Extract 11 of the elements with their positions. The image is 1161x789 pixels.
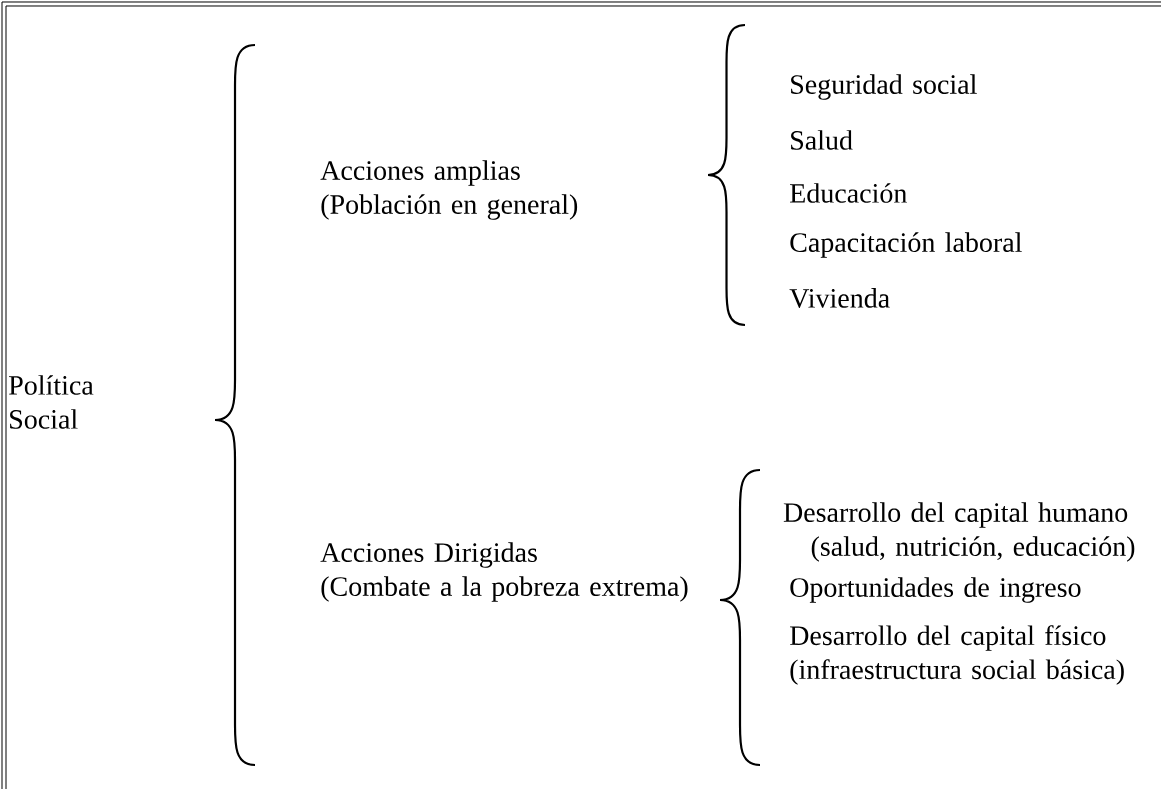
- item-label: Desarrollo del capital físico (infraestructura social básica): [790, 625, 1124, 685]
- category-label: Acciones Dirigidas (Combate a la pobreza extrema): [320, 542, 688, 602]
- item-label: Seguridad social: [791, 74, 977, 100]
- item-label: Oportunidades de ingreso: [790, 577, 1081, 603]
- item-label: Salud: [791, 130, 853, 150]
- item-label: Desarrollo del capital humano (salud, nutrición, educación): [783, 502, 1135, 562]
- item-label: Educación: [790, 183, 907, 203]
- item-label: Capacitación laboral: [790, 232, 1022, 258]
- category-label: Acciones amplias (Población en general): [320, 160, 578, 220]
- category-label: Política Social: [9, 375, 94, 429]
- item-label: Vivienda: [789, 288, 890, 308]
